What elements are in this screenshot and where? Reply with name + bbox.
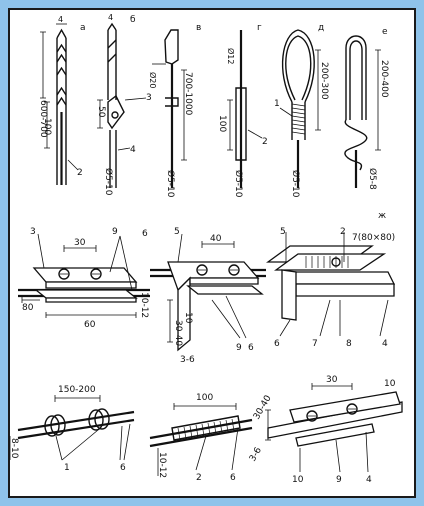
- dim-z-10: 10: [183, 312, 193, 324]
- dim-zh-h: 10-12: [139, 292, 149, 318]
- figure-l: 100 10-12 2 6: [149, 393, 253, 483]
- dim-d-diam: Ø5-10: [290, 170, 301, 198]
- dim-l-h: 10-12: [157, 452, 167, 478]
- dim-e-height: 200-400: [379, 60, 389, 98]
- num-m-4: 4: [366, 475, 372, 485]
- num-i-6: 6: [274, 339, 280, 349]
- dim-a-lower: 100: [42, 118, 52, 135]
- num-i-7: 7: [312, 339, 318, 349]
- figure-zh: 3 9 6 30 60 80 10-12 ж: [18, 211, 386, 330]
- part-a-2: 2: [77, 168, 83, 178]
- num-m-9: 9: [336, 475, 342, 485]
- num-l-2: 2: [196, 473, 202, 483]
- dim-k-h: 8-10: [9, 438, 19, 459]
- dim-z-40: 40: [210, 234, 222, 244]
- num-zh-9: 9: [112, 227, 118, 237]
- letter-zh: ж: [378, 211, 386, 221]
- dim-m-d: 30-40: [252, 394, 274, 422]
- dim-zh-80: 80: [22, 303, 34, 313]
- figure-z: 5 40 10 30-40 3-6 9 6: [150, 227, 266, 365]
- dim-b-side: 50: [96, 106, 106, 118]
- num-i-4: 4: [382, 339, 388, 349]
- dim-b-width: 4: [108, 13, 113, 22]
- figure-e: е 200-400 Ø5-8: [344, 27, 389, 190]
- dim-l-w: 100: [196, 393, 213, 403]
- num-zh-3: 3: [30, 227, 36, 237]
- dim-e-diam: Ø5-8: [367, 168, 378, 190]
- num-m-10b: 10: [292, 475, 304, 485]
- part-d-1: 1: [274, 99, 280, 109]
- num-zh-6: 6: [142, 229, 148, 239]
- dim-m-h: 3-6: [248, 446, 264, 464]
- letter-d: д: [318, 23, 324, 33]
- letter-b: б: [130, 15, 136, 25]
- dim-b-diam: Ø5-10: [103, 168, 114, 196]
- part-g-2: 2: [262, 137, 268, 147]
- num-z-6: 6: [248, 343, 254, 353]
- dim-m-w: 30: [326, 375, 338, 385]
- num-k-6: 6: [120, 463, 126, 473]
- dim-g-height: 100: [217, 115, 227, 132]
- spec-i: 7(80×80): [352, 233, 395, 243]
- dim-v-top: Ø20: [148, 72, 158, 88]
- part-b-3: 3: [146, 93, 152, 103]
- dim-g-top: Ø12: [226, 48, 236, 64]
- figure-m: 30 10 30-40 3-6 10 9 4: [248, 375, 403, 485]
- dim-d-height: 200-300: [319, 62, 329, 100]
- dim-zh-30: 30: [74, 238, 86, 248]
- dim-zh-60: 60: [84, 320, 96, 330]
- num-z-9: 9: [236, 343, 242, 353]
- num-i-2: 2: [340, 227, 346, 237]
- figure-k: 150-200 8-10 1 6: [9, 385, 135, 473]
- num-m-10a: 10: [384, 379, 396, 389]
- figure-g: г Ø12 100 2 Ø5-10: [217, 23, 268, 198]
- num-k-1: 1: [64, 463, 70, 473]
- dim-a-height: 600-700: [38, 100, 48, 138]
- dim-z-30-40: 30-40: [173, 320, 183, 346]
- letter-e: е: [382, 27, 388, 37]
- num-i-8: 8: [346, 339, 352, 349]
- figure-v: в Ø20 700-1000 Ø5-10: [148, 23, 201, 198]
- dim-v-height: 700-1000: [183, 72, 193, 116]
- dim-v-diam: Ø5-10: [165, 170, 176, 198]
- num-z-5: 5: [174, 227, 180, 237]
- num-i-5: 5: [280, 227, 286, 237]
- dim-k-w: 150-200: [58, 385, 96, 395]
- letter-v: в: [196, 23, 201, 33]
- letter-g: г: [257, 23, 262, 33]
- dim-z-3-6: 3-6: [180, 355, 195, 365]
- letter-a: а: [80, 23, 86, 33]
- figure-i: 5 2 7(80×80) 6 7 8 4: [266, 227, 395, 349]
- figure-b: 4 б 50 3 4 Ø5-10: [96, 13, 152, 196]
- dim-g-diam: Ø5-10: [233, 170, 244, 198]
- figure-a: 4 а 600-700 100 2: [38, 15, 86, 185]
- dim-a-width: 4: [58, 15, 63, 24]
- figure-d: д 200-300 1 Ø5-10: [274, 23, 329, 198]
- num-l-6: 6: [230, 473, 236, 483]
- part-b-4: 4: [130, 145, 136, 155]
